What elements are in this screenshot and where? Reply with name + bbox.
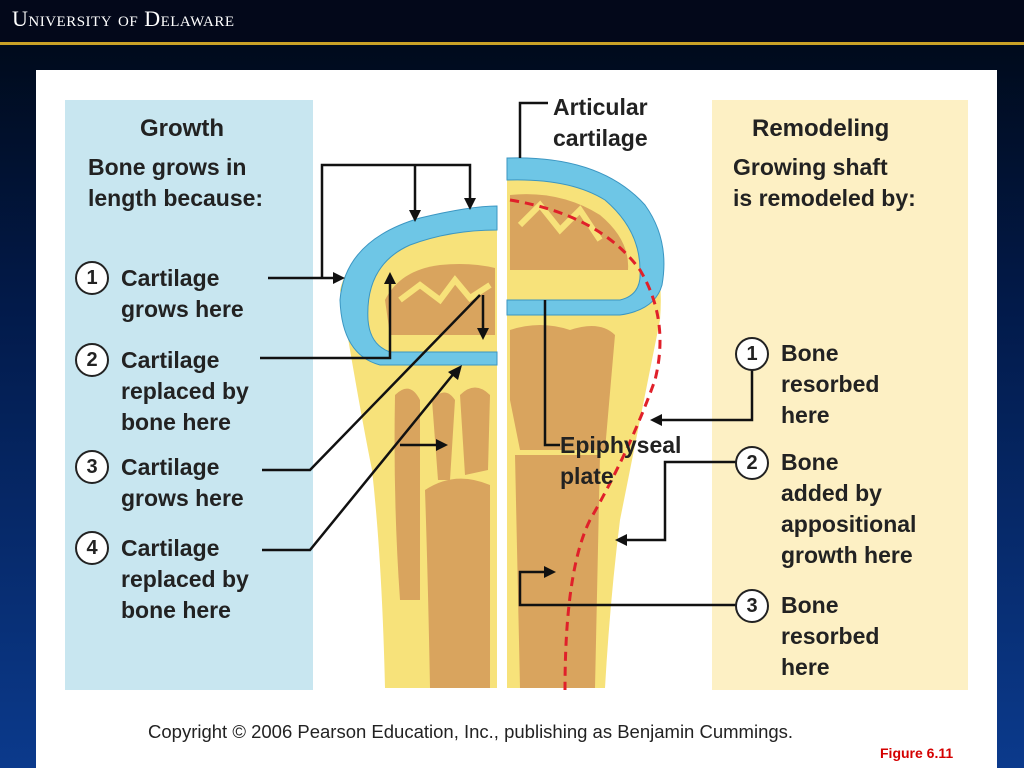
remodel-arrows (518, 101, 754, 607)
university-logo: University of Delaware (12, 6, 235, 31)
growth-step-1-number: 1 (75, 261, 109, 295)
articular-cartilage-label: Articular cartilage (553, 94, 648, 151)
growth-arrows (260, 163, 485, 552)
growth-step-4-text: Cartilage replaced by bone here (121, 535, 249, 623)
growth-step-2-number: 2 (75, 343, 109, 377)
figure-label: Figure 6.11 (880, 745, 954, 761)
growth-intro: Bone grows in length because: (88, 154, 264, 211)
growth-step-3-text: Cartilage grows here (121, 454, 244, 511)
epiphyseal-plate-label: Epiphyseal plate (560, 432, 682, 489)
growth-step-4-number: 4 (75, 531, 109, 565)
remodel-step-2-text: Bone added by appositional growth here (781, 449, 917, 568)
remodeling-intro: Growing shaft is remodeled by: (733, 154, 916, 211)
growth-box (65, 100, 313, 690)
remodel-step-2-number: 2 (735, 446, 769, 480)
header-bar: University of Delaware (0, 0, 1024, 45)
remodel-arrowheads (544, 414, 662, 578)
remodel-step-1-number: 1 (735, 337, 769, 371)
remodel-step-3-text: Bone resorbed here (781, 592, 880, 680)
remodel-step-1-text: Bone resorbed here (781, 340, 880, 428)
bone-left-half (339, 205, 498, 688)
header-gold-rule (0, 42, 1024, 45)
growth-step-3-number: 3 (75, 450, 109, 484)
remodel-step-3-number: 3 (735, 589, 769, 623)
growth-title: Growth (140, 115, 224, 142)
growth-arrowheads (333, 198, 489, 451)
copyright-text: Copyright © 2006 Pearson Education, Inc.… (148, 721, 794, 742)
bone-right-half (506, 157, 665, 691)
growth-step-2-text: Cartilage replaced by bone here (121, 347, 249, 435)
remodeling-title: Remodeling (752, 115, 890, 142)
growth-step-1-text: Cartilage grows here (121, 265, 244, 322)
